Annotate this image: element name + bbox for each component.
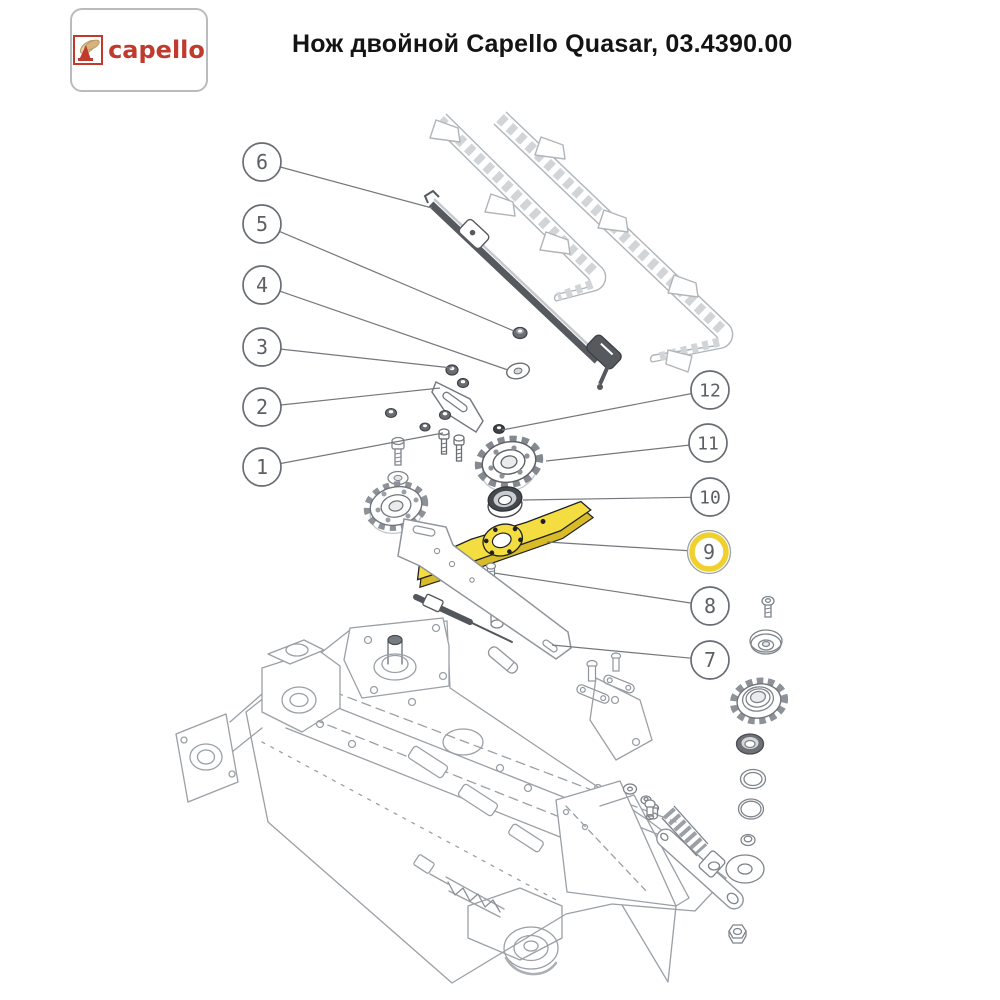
leader-line-1 [280,432,444,465]
callout-7[interactable]: 7 [690,640,730,680]
leader-line-7 [551,644,692,659]
left-washer [387,470,409,486]
long-bolt [487,646,519,674]
callout-circle-highlighted [689,532,729,572]
retaining-ring [739,768,767,790]
row-unit-frame [175,593,727,984]
callout-11[interactable]: 11 [688,423,728,463]
lock-nut-part12 [493,424,505,434]
idler-bearing [735,733,765,755]
leader-line-4 [279,290,509,371]
callout-6[interactable]: 6 [242,142,282,182]
small-washer [622,783,638,795]
leader-line-10 [522,496,692,501]
callout-10[interactable]: 10 [690,477,730,517]
callout-12[interactable]: 12 [690,370,730,410]
knife-holder-bracket-part2 [431,380,484,434]
drive-sprocket-part11 [474,435,544,493]
page-title: Нож двойной Capello Quasar, 03.4390.00 [292,30,793,58]
mounting-bolts-part1 [438,428,465,462]
callout-number: 3 [256,335,268,359]
leader-line-3 [280,348,453,369]
callout-number: 10 [699,487,721,508]
o-ring [737,798,765,820]
gathering-chain-left [429,113,607,302]
callout-4[interactable]: 4 [242,265,282,305]
flange-nut-part5 [512,326,528,340]
dust-cap [749,629,783,655]
callout-circle [242,447,282,487]
leader-line-5 [279,230,515,332]
knife-bar [423,189,622,390]
callout-circle [690,640,730,680]
callout-number: 1 [256,455,268,479]
tensioner-parts-column [622,595,789,944]
callout-3[interactable]: 3 [242,327,282,367]
callout-circle [242,265,282,305]
spacer-bushing [740,833,756,847]
callout-number: 5 [256,212,268,236]
lower-bolts-and-links [576,652,635,704]
callout-circle [242,327,282,367]
callout-number: 9 [703,540,715,564]
callout-9[interactable]: 9 [686,529,732,575]
callout-1[interactable]: 1 [242,447,282,487]
callout-2[interactable]: 2 [242,387,282,427]
leader-lines-layer [279,166,692,659]
callout-circle [690,370,730,410]
callout-5[interactable]: 5 [242,204,282,244]
idler-sprocket [729,677,789,725]
callout-number: 7 [704,648,716,672]
gathering-chain-right [493,111,734,373]
tensioner-arm [644,799,744,910]
brand-name: capello [108,36,205,64]
callout-circle [690,586,730,626]
leader-line-6 [280,166,433,209]
leader-line-11 [545,444,690,462]
callout-8[interactable]: 8 [690,586,730,626]
callout-number: 11 [697,433,719,454]
flat-washer-large [725,854,765,884]
callout-circle [688,423,728,463]
callout-number: 4 [256,273,268,297]
callout-circle [242,387,282,427]
countersunk-screw [761,595,775,618]
brand-logo: capello [70,8,208,92]
callout-circle [242,142,282,182]
corn-logo-icon [73,35,104,65]
callout-number: 8 [704,594,716,618]
callout-number: 2 [256,395,268,419]
callout-circle [242,204,282,244]
lock-nuts-part3 [445,364,470,389]
washer-part4 [505,362,531,380]
leader-line-12 [501,393,692,431]
callout-circle [690,477,730,517]
hex-nut [728,924,747,944]
callout-number: 12 [699,380,721,401]
bracket-nuts [384,407,452,432]
ball-bearing-part10 [487,486,523,518]
support-plate-part7 [397,518,572,660]
leader-line-2 [280,387,441,406]
left-sprocket [363,481,429,535]
leader-line-9 [546,541,688,552]
callout-number: 6 [256,150,268,174]
leader-line-8 [493,572,692,604]
